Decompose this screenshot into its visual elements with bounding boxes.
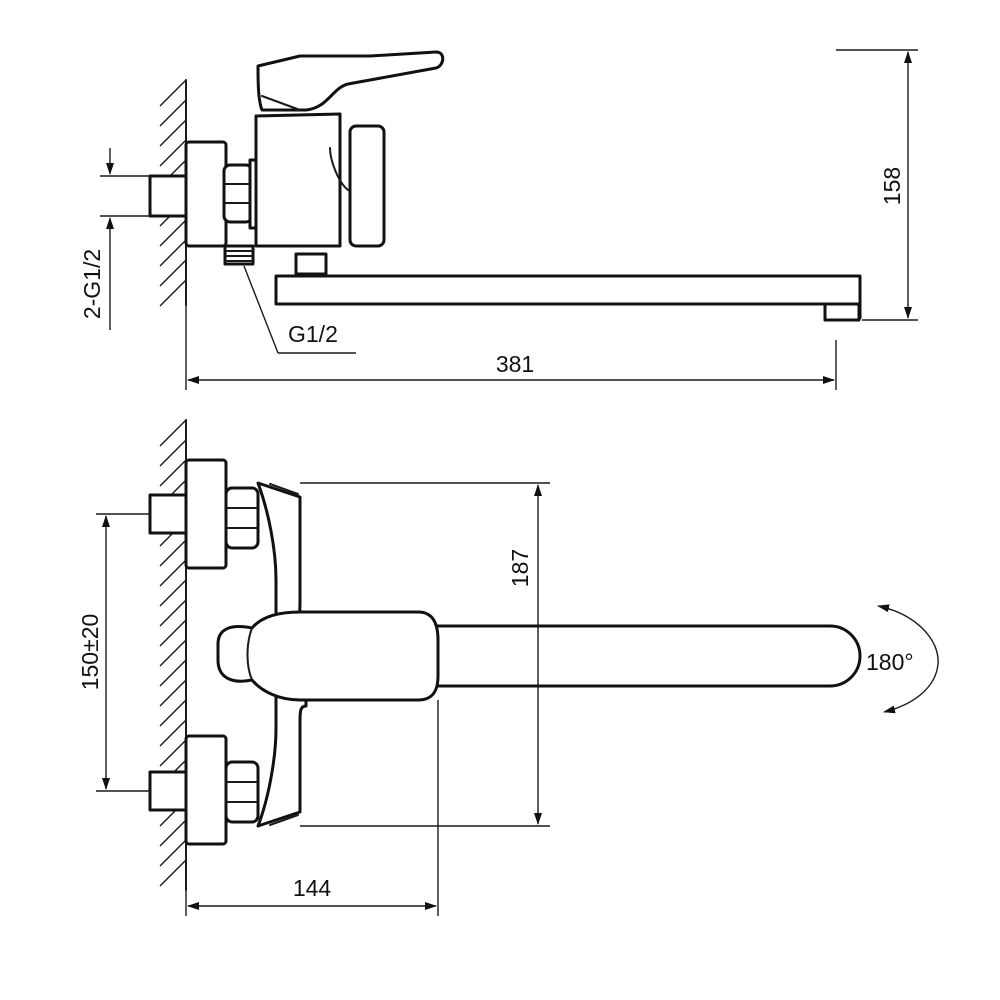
- handle-cover-top: [216, 610, 440, 702]
- body-cap-side: [348, 124, 386, 248]
- dimension-150-label: 150±20: [77, 614, 103, 691]
- dimension-381: [185, 305, 837, 390]
- side-view: 158 381 2-G1/2 G1/2: [79, 49, 918, 390]
- g12-outlet: [223, 244, 255, 266]
- leader-g12: [243, 265, 356, 354]
- lower-inlet-assembly: [148, 734, 260, 846]
- dimension-158-label: 158: [879, 167, 905, 205]
- wall-flange-top: [184, 140, 228, 248]
- leader-g12-label: G1/2: [288, 321, 338, 347]
- dimension-150: [96, 513, 150, 792]
- swivel-angle-label: 180°: [866, 649, 914, 675]
- dimension-2-g12-label: 2-G1/2: [79, 249, 105, 319]
- dimension-144: [185, 700, 439, 916]
- spout-side: [274, 252, 862, 322]
- dimension-2-g12: [100, 148, 150, 330]
- top-view: 187 150±20 144 180°: [77, 419, 939, 916]
- swivel-angle-arc: [877, 604, 939, 714]
- mixer-body-side: [254, 112, 342, 248]
- spout-top: [418, 624, 862, 688]
- dimension-187: [300, 482, 550, 827]
- wall-bottom: [159, 419, 187, 891]
- lever-handle-side: [256, 50, 445, 112]
- dimension-144-label: 144: [293, 875, 332, 901]
- dimension-381-label: 381: [496, 351, 534, 377]
- inlet-pipe-top: [148, 174, 190, 218]
- dimension-187-label: 187: [507, 549, 533, 587]
- upper-inlet-assembly: [148, 458, 260, 570]
- dimension-158: [836, 49, 918, 321]
